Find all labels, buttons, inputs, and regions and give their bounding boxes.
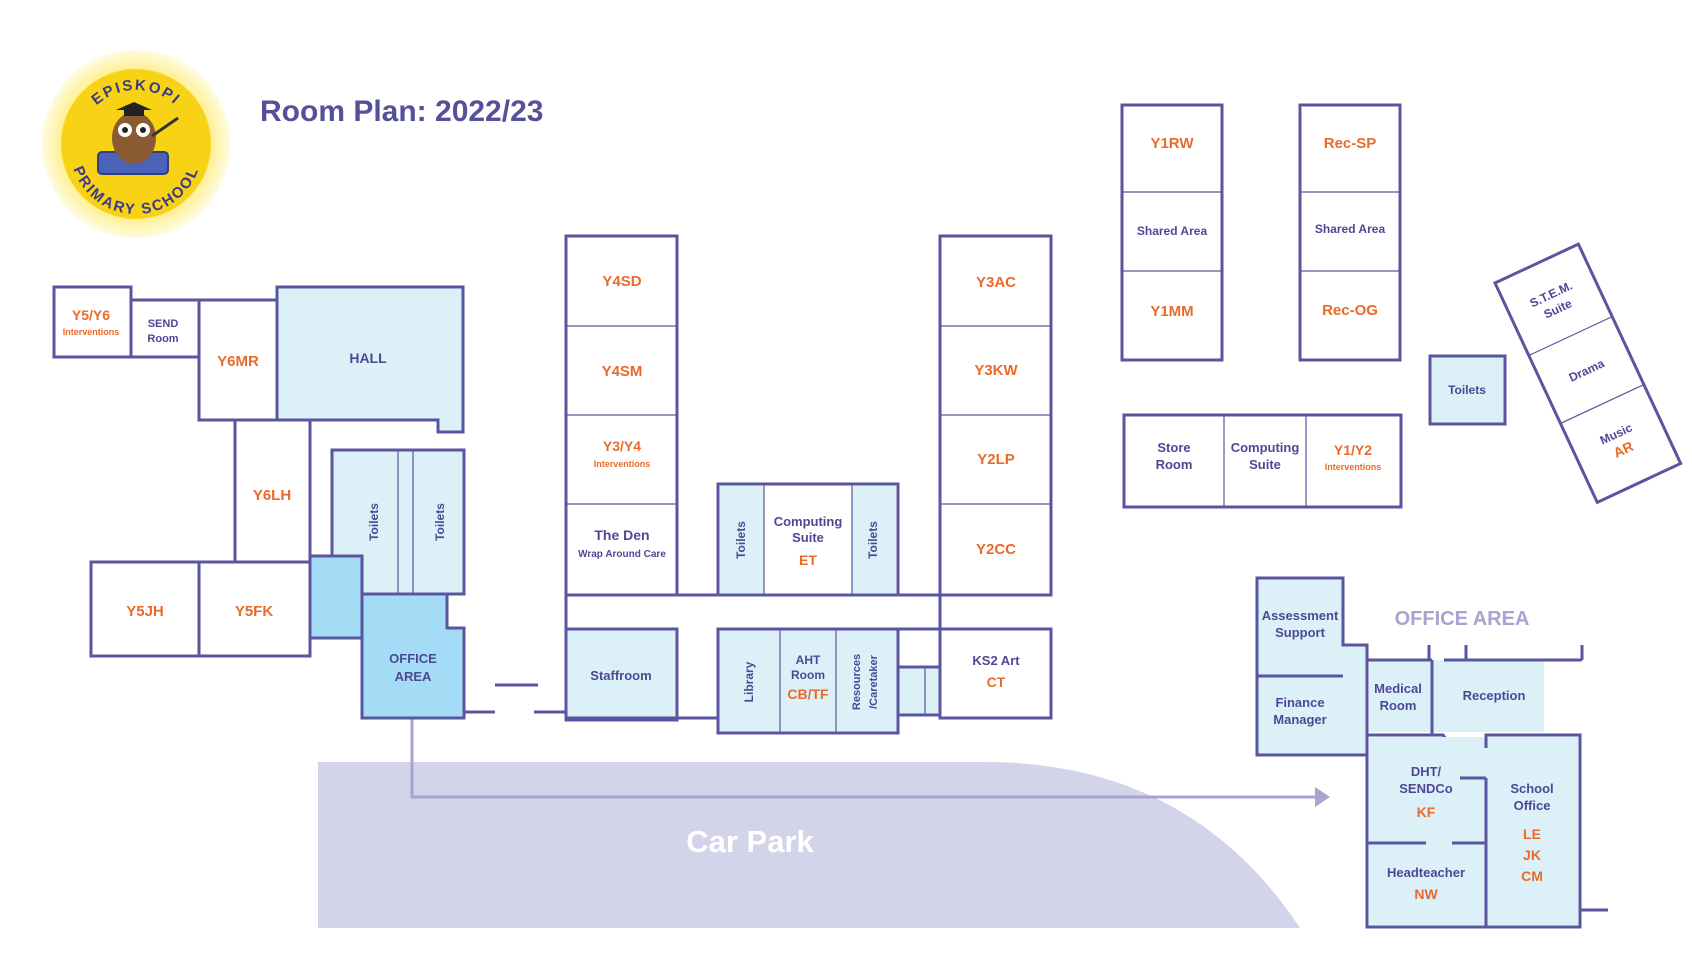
room-ks2-art [938,627,1053,720]
svg-text:Toilets: Toilets [734,521,748,559]
svg-text:Interventions: Interventions [1325,462,1382,472]
svg-text:Y5FK: Y5FK [235,603,274,620]
room-y3kw: Y3KW [974,362,1018,379]
room-headteacher: Headteacher [1387,865,1465,880]
room-y6lh [233,418,312,564]
block-stem-drama-music: S.T.E.M. Suite Drama Music AR [1493,242,1683,505]
svg-text:CM: CM [1521,868,1543,884]
svg-text:Toilets: Toilets [1448,383,1486,397]
room-rec-sp: Rec-SP [1324,135,1377,152]
svg-text:LE: LE [1523,826,1541,842]
svg-text:Suite: Suite [792,530,824,545]
svg-text:KF: KF [1417,804,1436,820]
svg-text:Computing: Computing [774,514,843,529]
svg-text:SEND: SEND [148,318,179,330]
room-assessment-support: Assessment [1262,608,1339,623]
svg-text:Office: Office [1514,798,1551,813]
svg-text:Toilets: Toilets [433,503,447,541]
room-y1rw: Y1RW [1150,135,1194,152]
svg-text:AR: AR [1611,438,1636,461]
svg-text:Interventions: Interventions [63,327,120,337]
svg-text:Shared Area: Shared Area [1137,224,1208,238]
room-y1mm: Y1MM [1150,303,1193,320]
svg-text:Y5/Y6: Y5/Y6 [72,307,110,323]
office-area-heading: OFFICE AREA [1395,608,1530,630]
svg-text:SENDCo: SENDCo [1399,781,1453,796]
room-y5jh [89,560,201,658]
svg-text:Toilets: Toilets [866,521,880,559]
svg-text:Y1/Y2: Y1/Y2 [1334,442,1372,458]
svg-text:Manager: Manager [1273,712,1326,727]
room-y4sd: Y4SD [602,273,641,290]
room-office-area-main [360,592,466,720]
svg-text:Shared Area: Shared Area [1315,222,1386,236]
room-send [129,298,201,359]
svg-text:Support: Support [1275,625,1325,640]
block-reception [1298,103,1402,362]
svg-text:Y5JH: Y5JH [126,603,164,620]
svg-text:Library: Library [742,661,756,702]
svg-text:HALL: HALL [349,350,387,366]
svg-text:Room: Room [1380,698,1417,713]
room-y5y6 [52,285,133,359]
svg-text:Suite: Suite [1249,457,1281,472]
svg-text:KS2 Art: KS2 Art [972,653,1020,668]
room-y2lp: Y2LP [977,451,1015,468]
school-logo: EPISKOPI PRIMARY SCHOOL [42,50,230,238]
room-library-aht-resources [716,627,900,735]
svg-text:CT: CT [987,674,1006,690]
room-staffroom [564,627,679,720]
room-y3ac: Y3AC [976,274,1016,291]
room-school-office: School [1510,781,1553,796]
office-rooms-left [1255,576,1369,757]
room-toilets-right [1428,354,1507,426]
block-store-computing [1122,413,1403,509]
svg-text:Interventions: Interventions [594,459,651,469]
room-rec-og: Rec-OG [1322,302,1378,319]
svg-text:NW: NW [1414,886,1438,902]
room-y3y4: Y3/Y4 [603,438,641,454]
room-the-den: The Den [594,527,649,543]
room-y6mr [197,298,279,422]
svg-text:ET: ET [799,552,817,568]
page-title: Room Plan: 2022/23 [260,95,544,128]
room-y2cc: Y2CC [976,541,1016,558]
svg-text:AHT: AHT [796,653,821,667]
svg-text:Y6MR: Y6MR [217,353,259,370]
svg-text:Y6LH: Y6LH [253,487,291,504]
svg-text:Store: Store [1157,440,1190,455]
svg-text:Room: Room [1156,457,1193,472]
block-y1 [1120,103,1224,362]
room-y4sm: Y4SM [602,363,643,380]
svg-text:Resources: Resources [851,654,863,710]
room-dht-sendco: DHT/ [1411,764,1442,779]
svg-text:/Caretaker: /Caretaker [868,654,880,709]
svg-text:Wrap Around Care: Wrap Around Care [578,549,666,560]
room-medical: Medical [1374,681,1422,696]
route-arrow [410,718,1315,799]
room-reception: Reception [1463,688,1526,703]
car-park-label: Car Park [686,824,814,859]
svg-text:AREA: AREA [395,669,432,684]
svg-text:Computing: Computing [1231,440,1300,455]
svg-text:Staffroom: Staffroom [590,668,651,683]
svg-text:JK: JK [1523,847,1541,863]
svg-text:Room: Room [147,333,178,345]
svg-text:CB/TF: CB/TF [787,686,829,702]
svg-text:Room: Room [791,668,825,682]
car-park [318,762,1300,928]
svg-text:OFFICE: OFFICE [389,651,437,666]
room-finance-manager: Finance [1275,695,1324,710]
corridor-blue [308,554,364,640]
svg-text:Toilets: Toilets [367,503,381,541]
